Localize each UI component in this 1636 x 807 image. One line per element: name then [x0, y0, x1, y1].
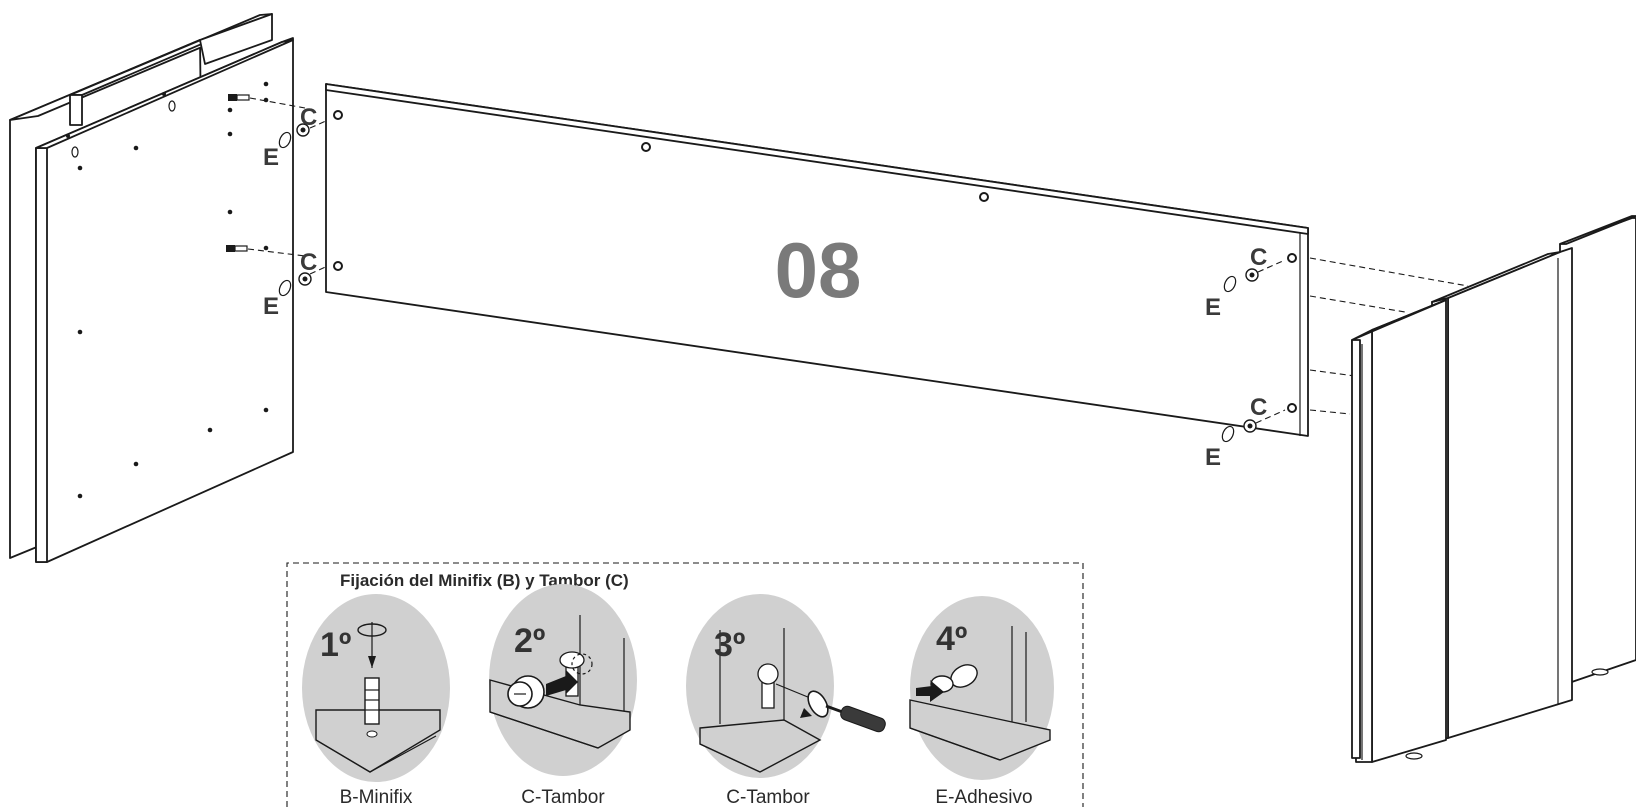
- step-caption: C-Tambor: [726, 787, 810, 807]
- label-e: E: [263, 144, 279, 171]
- label-c: C: [300, 249, 317, 276]
- step-caption: B-Minifix: [340, 787, 413, 807]
- guide-line: [1309, 295, 1406, 313]
- cam-lock-top-right: [1245, 268, 1259, 282]
- left-side-panels: [9, 13, 294, 563]
- adhesive-cap-top-left: [278, 131, 292, 149]
- step-1-minifix: 1º B-Minifix: [302, 594, 450, 807]
- label-c: C: [300, 104, 317, 131]
- step-3-tambor: 3º C-Tambor: [686, 594, 886, 807]
- adhesive-cap-bottom-right: [1221, 425, 1235, 443]
- step-number-label: 3º: [714, 626, 745, 664]
- instructions-title: Fijación del Minifix (B) y Tambor (C): [340, 571, 629, 590]
- minifix-bolt-top: [228, 94, 250, 101]
- instructions-box: Fijación del Minifix (B) y Tambor (C) 1º…: [286, 562, 1084, 807]
- label-c: C: [1250, 244, 1267, 271]
- step-number-label: 2º: [514, 622, 545, 660]
- label-e: E: [263, 293, 279, 320]
- guide-line: [1309, 257, 1469, 287]
- adhesive-cap-bottom-left: [278, 279, 292, 297]
- step-2-tambor: 2º C-Tambor: [489, 584, 637, 807]
- guide-line: [1257, 259, 1286, 273]
- guide-line: [1255, 409, 1286, 424]
- back-panel-08: 08: [325, 83, 1309, 437]
- cam-lock-top-left: [296, 123, 310, 137]
- label-c: C: [1250, 394, 1267, 421]
- guide-line: [309, 264, 331, 275]
- adhesive-cap-top-right: [1223, 275, 1237, 293]
- step-caption: E-Adhesivo: [935, 787, 1032, 807]
- cam-lock-bottom-right: [1243, 419, 1257, 433]
- step-number: 08: [775, 226, 862, 314]
- label-e: E: [1205, 444, 1221, 471]
- minifix-bolt-bottom: [226, 245, 248, 252]
- right-side-panels: [1351, 215, 1636, 763]
- step-caption: C-Tambor: [521, 787, 605, 807]
- guide-line: [1309, 409, 1351, 415]
- step-4-adhesivo: 4º E-Adhesivo: [909, 596, 1054, 807]
- step-number-label: 1º: [320, 626, 351, 664]
- label-e: E: [1205, 294, 1221, 321]
- cam-lock-bottom-left: [298, 272, 312, 286]
- step-number-label: 4º: [936, 620, 967, 658]
